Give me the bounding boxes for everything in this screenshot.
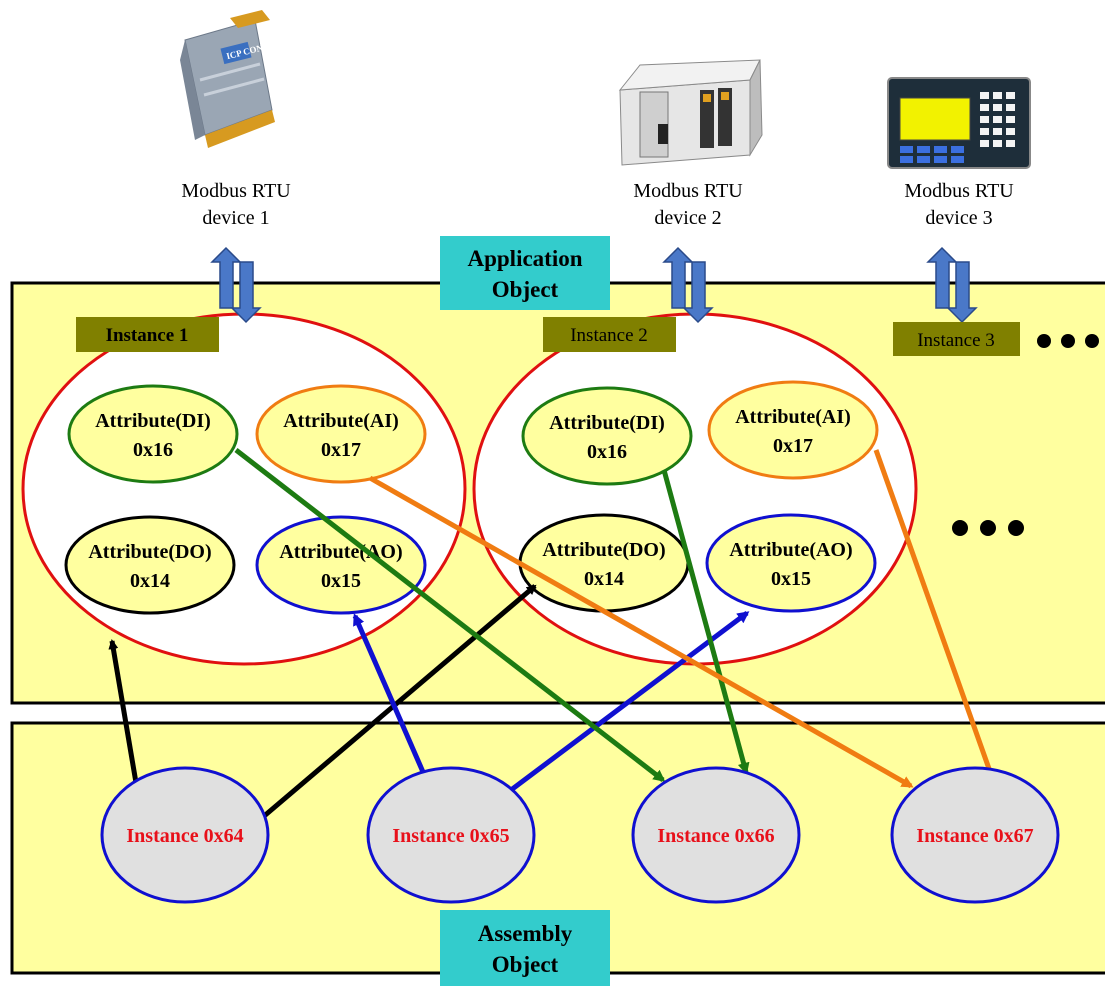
arrow-i2-di-to-0x66 <box>661 469 750 775</box>
assembly-instance-0x65-label: Instance 0x65 <box>392 825 509 847</box>
assembly-object-title-line2: Object <box>492 952 559 977</box>
instance-2-tag: Instance 2 <box>543 317 676 352</box>
assembly-instance-0x66: Instance 0x66 <box>631 766 801 904</box>
i1-ai-name: Attribute(AI) <box>283 410 399 432</box>
i1-ai-code: 0x17 <box>321 439 361 461</box>
device-2-link-arrow <box>662 246 714 324</box>
i2-di-name: Attribute(DI) <box>549 412 665 434</box>
application-object-title: Application Object <box>440 236 610 310</box>
assembly-object-title: Assembly Object <box>440 910 610 986</box>
arrow-i1-ai-to-0x67 <box>368 475 914 789</box>
device-1-link-arrow <box>210 246 262 324</box>
device-2: Modbus RTU device 2 <box>618 59 763 229</box>
assembly-object-title-line1: Assembly <box>478 921 573 946</box>
i2-attribute-di: Attribute(DI) 0x16 <box>521 386 693 486</box>
assembly-instance-0x64: Instance 0x64 <box>100 766 270 904</box>
arrow-0x64-to-i2-do <box>228 584 537 847</box>
i1-di-name: Attribute(DI) <box>95 410 211 432</box>
i1-attribute-ao: Attribute(AO) 0x15 <box>255 515 427 615</box>
i2-attribute-do: Attribute(DO) 0x14 <box>518 513 690 613</box>
arrow-0x65-to-i2-ao <box>505 611 750 795</box>
instance-3-label: Instance 3 <box>917 330 995 351</box>
i2-attribute-ai: Attribute(AI) 0x17 <box>707 380 879 480</box>
assembly-instance-0x65: Instance 0x65 <box>366 766 536 904</box>
i1-ao-name: Attribute(AO) <box>279 541 402 563</box>
instance-2-label: Instance 2 <box>570 325 648 346</box>
instance-2-boundary <box>472 312 918 666</box>
device-3: Modbus RTU device 3 <box>887 77 1031 229</box>
device-1-label-line2: device 1 <box>202 207 269 229</box>
application-object-title-line2: Object <box>492 277 559 302</box>
i1-attribute-do: Attribute(DO) 0x14 <box>64 515 236 615</box>
more-instances-ellipsis <box>1037 334 1099 348</box>
hmi-panel-icon <box>887 77 1031 169</box>
i2-ai-code: 0x17 <box>773 435 813 457</box>
device-3-label-line2: device 3 <box>925 207 992 229</box>
instance-3-tag: Instance 3 <box>893 322 1020 356</box>
arrow-i2-ai-to-0x67 <box>873 449 996 783</box>
i1-do-code: 0x14 <box>130 570 170 592</box>
instance-1-label: Instance 1 <box>106 325 189 346</box>
instance-1-boundary <box>21 312 467 666</box>
assembly-instance-0x66-label: Instance 0x66 <box>657 825 774 847</box>
plc-icon <box>618 59 763 166</box>
i2-attribute-ao: Attribute(AO) 0x15 <box>705 513 877 613</box>
device-1: ICP CON Modbus RTU device 1 <box>180 10 291 229</box>
i2-di-code: 0x16 <box>587 441 627 463</box>
i1-attribute-di: Attribute(DI) 0x16 <box>67 384 239 484</box>
i1-attribute-ai: Attribute(AI) 0x17 <box>255 384 427 484</box>
arrow-0x65-to-i1-ao <box>352 613 426 773</box>
i2-do-name: Attribute(DO) <box>542 539 665 561</box>
i2-do-code: 0x14 <box>584 568 624 590</box>
assembly-instance-0x67-label: Instance 0x67 <box>916 825 1033 847</box>
io-module-icon: ICP CON <box>180 10 275 148</box>
i1-ao-code: 0x15 <box>321 570 361 592</box>
device-2-label-line1: Modbus RTU <box>633 180 743 202</box>
assembly-instance-0x64-label: Instance 0x64 <box>126 825 243 847</box>
i2-ao-name: Attribute(AO) <box>729 539 852 561</box>
device-2-label-line2: device 2 <box>654 207 721 229</box>
instance-1-tag: Instance 1 <box>76 317 219 352</box>
i1-do-name: Attribute(DO) <box>88 541 211 563</box>
application-object-title-line1: Application <box>467 246 582 271</box>
i2-ai-name: Attribute(AI) <box>735 406 851 428</box>
arrow-i1-di-to-0x66 <box>234 448 666 782</box>
device-1-label-line1: Modbus RTU <box>181 180 291 202</box>
i2-ao-code: 0x15 <box>771 568 811 590</box>
more-attributes-ellipsis <box>952 520 1024 536</box>
device-3-link-arrow <box>926 246 978 324</box>
assembly-instance-0x67: Instance 0x67 <box>890 766 1060 904</box>
device-3-label-line1: Modbus RTU <box>904 180 1014 202</box>
i1-di-code: 0x16 <box>133 439 173 461</box>
